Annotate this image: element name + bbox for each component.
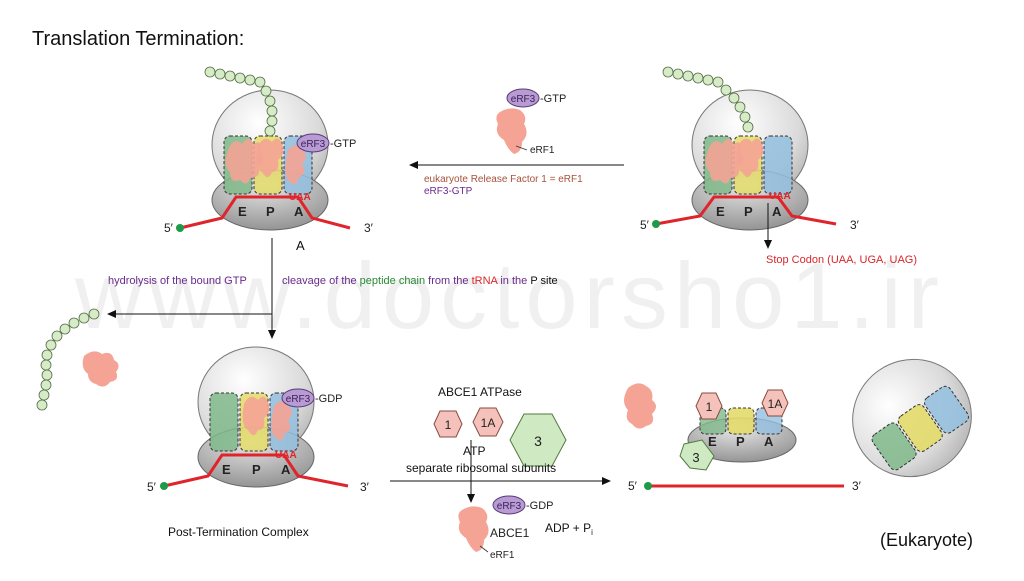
five-prime-c: 5′ [147,480,157,494]
factor-1a-hex-bound [761,389,789,417]
erf3-label-released: eRF3 [497,501,522,512]
release-factor-free: eRF3 -GTP eRF1 [496,88,566,156]
factor-1-label: 1 [445,418,452,432]
cleavage-part-5: in the [497,275,530,287]
site-a-a: A [294,204,304,219]
released-factors: eRF3 -GDP ABCE1 eRF1 [458,495,554,561]
factor-1-hex [433,410,463,438]
five-prime-a: 5′ [164,221,174,235]
adp-pi-label: ADP + Pi [545,521,593,537]
ribosome-stop-codon: 5′ 3′ UAA E P A [640,66,860,232]
released-trna [82,351,119,387]
cleavage-part-trna: tRNA [472,275,499,287]
mrna-cap-d [644,482,652,490]
post-termination-label: Post-Termination Complex [168,525,309,539]
gdp-label-post: -GDP [315,393,343,405]
cleavage-part-peptide: peptide chain [360,275,425,287]
site-e-d: E [708,434,717,449]
site-e-a: E [238,204,247,219]
eukaryote-label: (Eukaryote) [880,530,973,550]
stage-a-label: A [296,238,305,253]
factor-3-hex [509,413,567,467]
factor-3-label: 3 [534,433,542,449]
peptide-chain-b [662,66,754,133]
cleavage-part-psite: P site [530,275,557,287]
release-factor-label: eukaryote Release Factor 1 = eRF1 [424,174,583,185]
three-prime-c: 3′ [360,480,370,494]
separate-subunits-label: separate ribosomal subunits [406,461,556,475]
erf3-label-free: eRF3 [511,94,536,105]
site-e-c: E [222,462,231,477]
cleavage-part-3: from the [425,275,471,287]
gtp-label-free: -GTP [540,93,566,105]
free-trna [624,383,656,429]
gdp-label-released: -GDP [526,500,554,512]
hydrolysis-label: hydrolysis of the bound GTP [108,275,247,287]
released-peptide [36,308,100,411]
watermark: www.doctorsho1.ir [74,243,945,348]
mrna-cap-a [176,224,184,232]
cleavage-part-1: cleavage of the [282,275,360,287]
ribosome-post-termination: eRF3 -GDP 5′ 3′ UAA E P A [147,346,370,494]
erf1-label-released: eRF1 [490,550,515,561]
factor-1-hex-bound [695,392,723,420]
ribosome-stage-a: eRF3 -GTP 5′ 3′ UAA E P A [164,66,374,235]
factor-1-label-bound: 1 [706,400,713,414]
mrna-cap-b [652,220,660,228]
site-p-d: P [736,434,745,449]
erf3-badge-a [296,133,330,153]
abce1-label: ABCE1 [490,526,530,540]
peptide-chain-a [204,66,278,137]
erf3-badge-post [281,388,315,408]
site-p-c: P [252,462,261,477]
site-e-b: E [716,204,725,219]
factor-1a-hex [472,407,504,437]
site-a-c: A [281,462,291,477]
small-subunit: 1 1A 3 E P A [679,389,797,471]
factor-1a-label-bound: 1A [768,397,783,411]
codon-b: UAA [769,191,791,202]
large-subunit [852,358,972,478]
adp-pi-text: ADP + P [545,521,591,535]
erf3-label-a: eRF3 [301,139,326,150]
erf1-label-free: eRF1 [530,145,555,156]
three-prime-a: 3′ [364,221,374,235]
factor-3-label-bound: 3 [692,450,699,465]
erf3-label-post: eRF3 [286,394,311,405]
factor-3-hex-bound [679,439,715,471]
erf3-gtp-label: eRF3-GTP [424,186,473,197]
atp-label: ATP [463,444,485,458]
factor-1a-label: 1A [481,416,496,430]
gtp-label-a: -GTP [330,138,356,150]
five-prime-d: 5′ [628,479,638,493]
page-title: Translation Termination: [32,28,244,50]
three-prime-d: 3′ [852,479,862,493]
five-prime-b: 5′ [640,218,650,232]
site-a-d: A [764,434,774,449]
stop-codon-label: Stop Codon (UAA, UGA, UAG) [766,254,917,266]
site-p-b: P [744,204,753,219]
site-a-b: A [772,204,782,219]
pi-subscript: i [591,528,593,537]
codon-a: UAA [289,192,311,203]
mrna-cap-c [160,482,168,490]
cleavage-label: cleavage of the peptide chain from the t… [282,275,558,287]
site-p-a: P [266,204,275,219]
erf3-badge-free [506,88,540,108]
abce1-atpase-label: ABCE1 ATPase [438,385,522,399]
three-prime-b: 3′ [850,218,860,232]
erf3-badge-released [492,495,526,515]
codon-c: UAA [275,450,297,461]
